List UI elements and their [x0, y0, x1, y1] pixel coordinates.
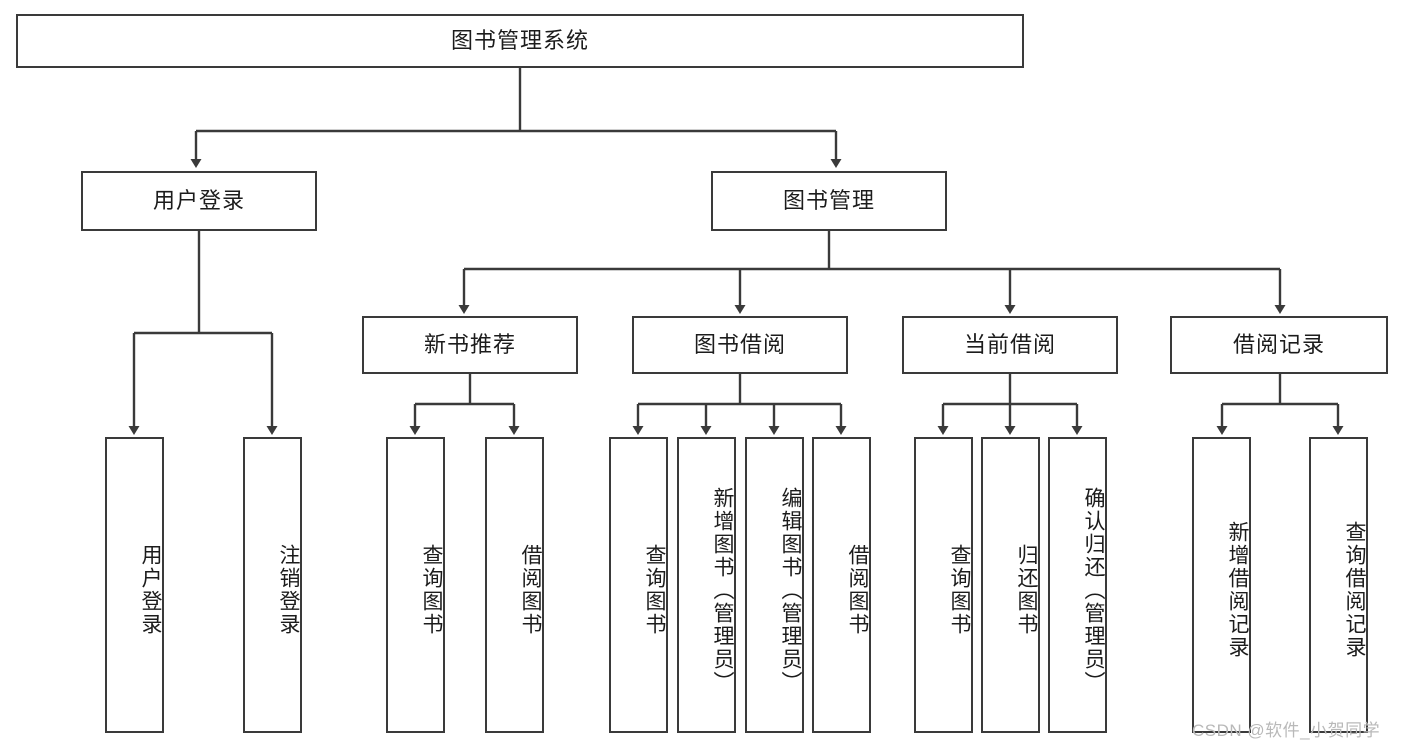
csdn-watermark: CSDN @软件_小贺同学 [1192, 721, 1381, 740]
leaf-borrow-borrow-book[interactable]: 借阅图书 [812, 437, 871, 733]
leaf-borrow-edit-book-admin[interactable]: 编辑图书（管理员） [745, 437, 804, 733]
node-label: 当前借阅 [963, 331, 1056, 357]
leaf-current-confirm-return-admin[interactable]: 确认归还（管理员） [1048, 437, 1107, 733]
node-label: 查询借阅记录 [1343, 521, 1366, 659]
node-label: 注销登录 [277, 544, 300, 636]
leaf-borrow-add-book-admin[interactable]: 新增图书（管理员） [677, 437, 736, 733]
leaf-user-login-signout[interactable]: 注销登录 [243, 437, 302, 733]
node-label: 图书管理系统 [450, 27, 589, 53]
node-label: 查询图书 [420, 544, 443, 636]
node-label: 用户登录 [139, 544, 162, 636]
node-book-borrow[interactable]: 图书借阅 [632, 316, 848, 374]
node-label: 借阅图书 [846, 544, 869, 636]
leaf-current-return-book[interactable]: 归还图书 [981, 437, 1040, 733]
node-label: 新书推荐 [423, 331, 516, 357]
leaf-new-book-borrow[interactable]: 借阅图书 [485, 437, 544, 733]
node-label: 借阅记录 [1232, 331, 1325, 357]
leaf-records-add-record[interactable]: 新增借阅记录 [1192, 437, 1251, 733]
leaf-records-query-record[interactable]: 查询借阅记录 [1309, 437, 1368, 733]
node-label: 用户登录 [152, 187, 245, 213]
node-label: 图书借阅 [693, 331, 786, 357]
leaf-current-query-book[interactable]: 查询图书 [914, 437, 973, 733]
node-label: 查询图书 [643, 544, 666, 636]
leaf-borrow-query-book[interactable]: 查询图书 [609, 437, 668, 733]
node-label: 新增借阅记录 [1226, 521, 1249, 659]
node-label: 新增图书（管理员） [711, 486, 734, 694]
node-current-borrow[interactable]: 当前借阅 [902, 316, 1118, 374]
leaf-user-login-signin[interactable]: 用户登录 [105, 437, 164, 733]
node-borrow-records[interactable]: 借阅记录 [1170, 316, 1388, 374]
node-label: 归还图书 [1015, 544, 1038, 636]
node-label: 图书管理 [782, 187, 875, 213]
leaf-new-book-query[interactable]: 查询图书 [386, 437, 445, 733]
node-book-management[interactable]: 图书管理 [711, 171, 947, 231]
node-label: 确认归还（管理员） [1082, 486, 1105, 694]
node-label: 借阅图书 [519, 544, 542, 636]
node-user-login[interactable]: 用户登录 [81, 171, 317, 231]
node-label: 编辑图书（管理员） [779, 486, 802, 694]
node-root-system[interactable]: 图书管理系统 [16, 14, 1024, 68]
node-label: 查询图书 [948, 544, 971, 636]
node-new-book-recommend[interactable]: 新书推荐 [362, 316, 578, 374]
